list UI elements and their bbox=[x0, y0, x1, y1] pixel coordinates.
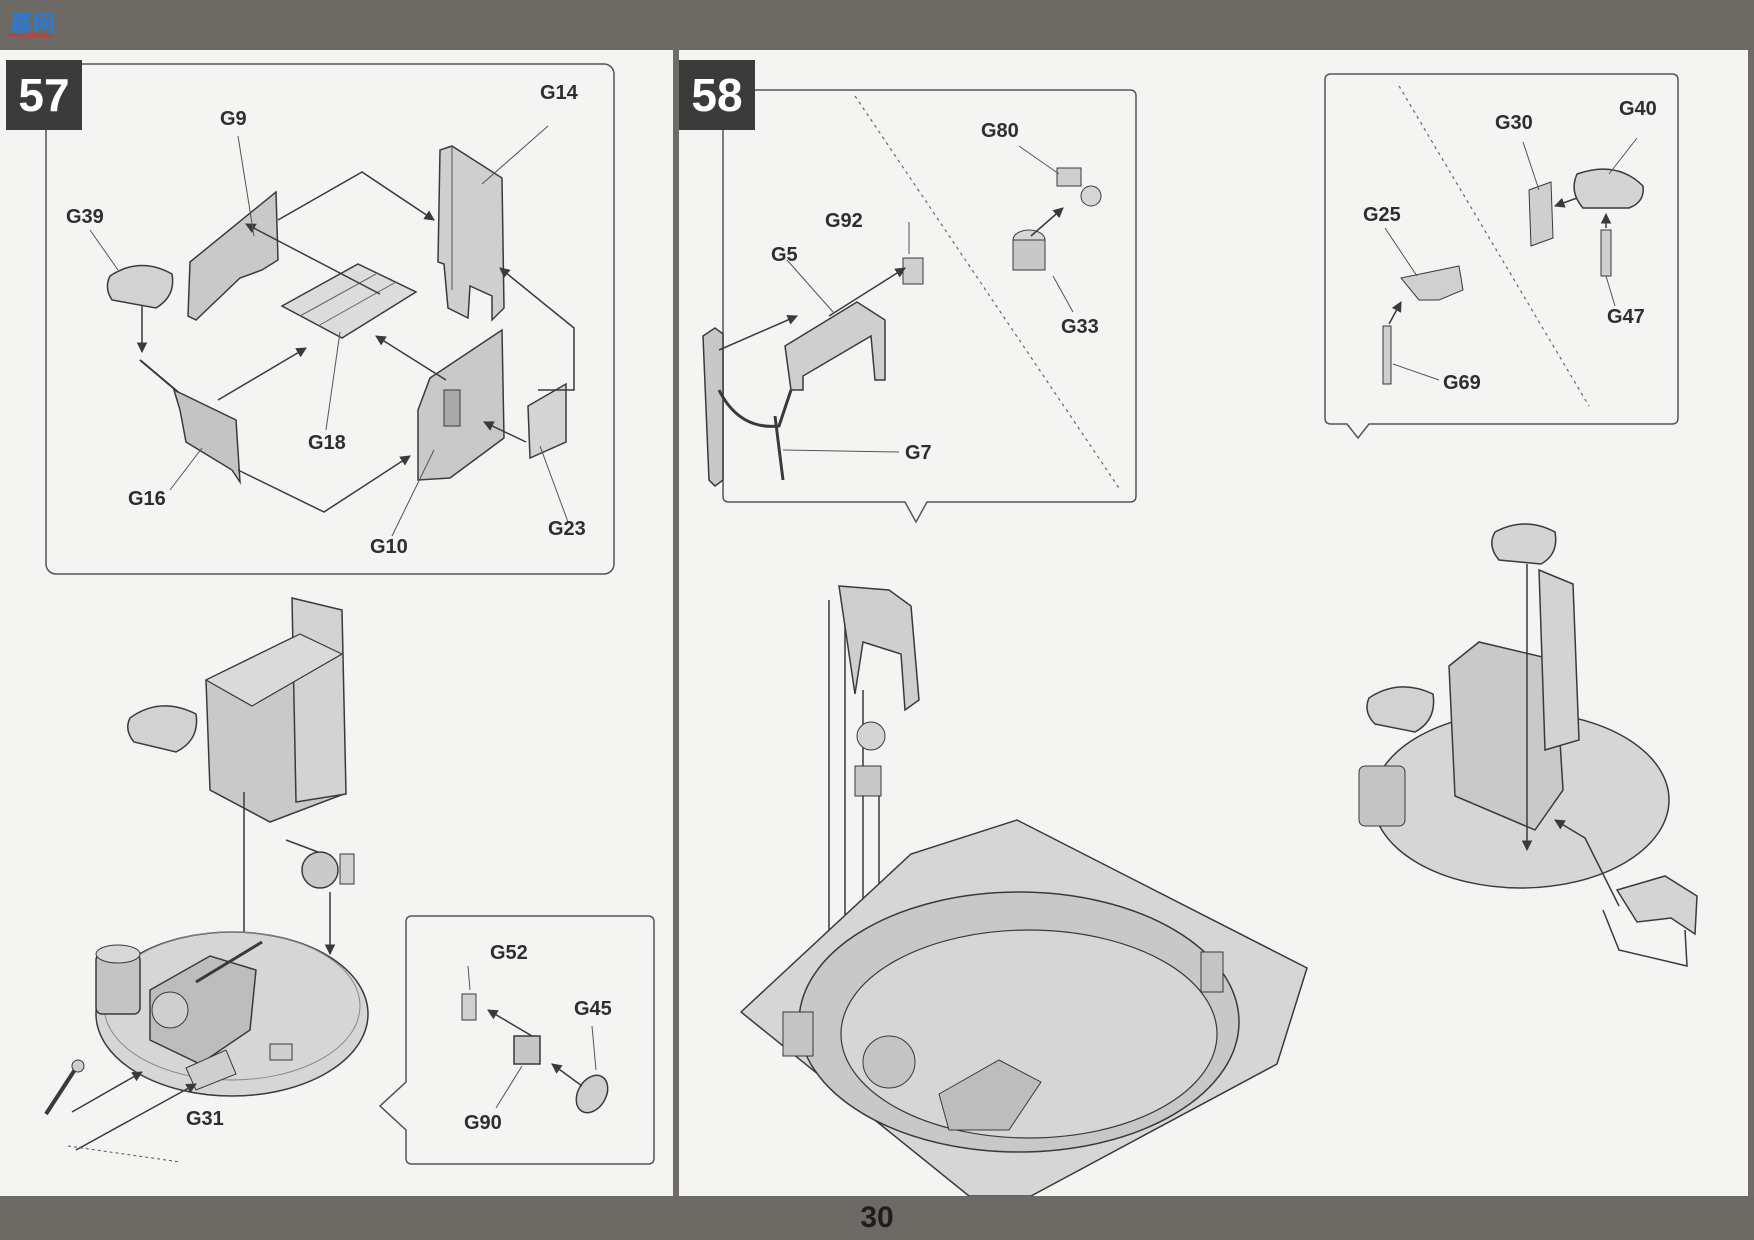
part-g5-shape bbox=[784, 301, 886, 391]
part-label-g33: G33 bbox=[1061, 316, 1099, 338]
part-label-g47: G47 bbox=[1607, 306, 1645, 328]
page-number: 30 bbox=[860, 1201, 894, 1234]
step-57-illustration bbox=[44, 63, 655, 1165]
part-label-g80: G80 bbox=[981, 120, 1019, 142]
part-g18-shape bbox=[280, 263, 418, 339]
bottom-band bbox=[0, 1196, 1754, 1240]
part-label-g7: G7 bbox=[905, 442, 932, 464]
part-g23-shape bbox=[527, 382, 567, 460]
part-label-g40: G40 bbox=[1619, 98, 1657, 120]
right-page: 58 G80 G92 G5 G33 G7 G30 G40 G25 G47 G69 bbox=[679, 50, 1748, 1196]
watermark-logo: 嘉网 www.j15.com bbox=[4, 6, 76, 40]
part-g10-shape bbox=[417, 328, 505, 481]
part-label-g18: G18 bbox=[308, 432, 346, 454]
part-g7-shape bbox=[702, 327, 724, 487]
step-57-inset-box bbox=[45, 63, 615, 575]
part-label-g39: G39 bbox=[66, 206, 104, 228]
part-label-g52: G52 bbox=[490, 942, 528, 964]
part-label-g92: G92 bbox=[825, 210, 863, 232]
part-label-g16: G16 bbox=[128, 488, 166, 510]
part-label-g9: G9 bbox=[220, 108, 247, 130]
top-band bbox=[0, 0, 1754, 50]
part-label-g45: G45 bbox=[574, 998, 612, 1020]
part-label-g30: G30 bbox=[1495, 112, 1533, 134]
part-label-g23: G23 bbox=[548, 518, 586, 540]
part-g16-shape bbox=[172, 388, 241, 485]
part-g39-shape bbox=[106, 264, 174, 309]
step-57-badge: 57 bbox=[6, 60, 82, 130]
part-label-g69: G69 bbox=[1443, 372, 1481, 394]
watermark-logo-subtext: www.j15.com bbox=[8, 32, 53, 39]
part-label-g25: G25 bbox=[1363, 204, 1401, 226]
part-g9-shape bbox=[187, 190, 279, 321]
left-page: 57 G14 G9 G39 G18 G16 G10 G23 G31 G52 G4… bbox=[0, 50, 673, 1196]
watermark-logo-text: 嘉网 bbox=[10, 11, 57, 36]
step-58-inset-right bbox=[1324, 73, 1679, 440]
part-label-g10: G10 bbox=[370, 536, 408, 558]
part-label-g90: G90 bbox=[464, 1112, 502, 1134]
step-58-illustration bbox=[702, 73, 1698, 1196]
step-58-badge: 58 bbox=[679, 60, 755, 130]
part-label-g31: G31 bbox=[186, 1108, 224, 1130]
part-label-g14: G14 bbox=[540, 82, 578, 104]
part-g14-shape bbox=[437, 145, 505, 322]
part-label-g5: G5 bbox=[771, 244, 798, 266]
